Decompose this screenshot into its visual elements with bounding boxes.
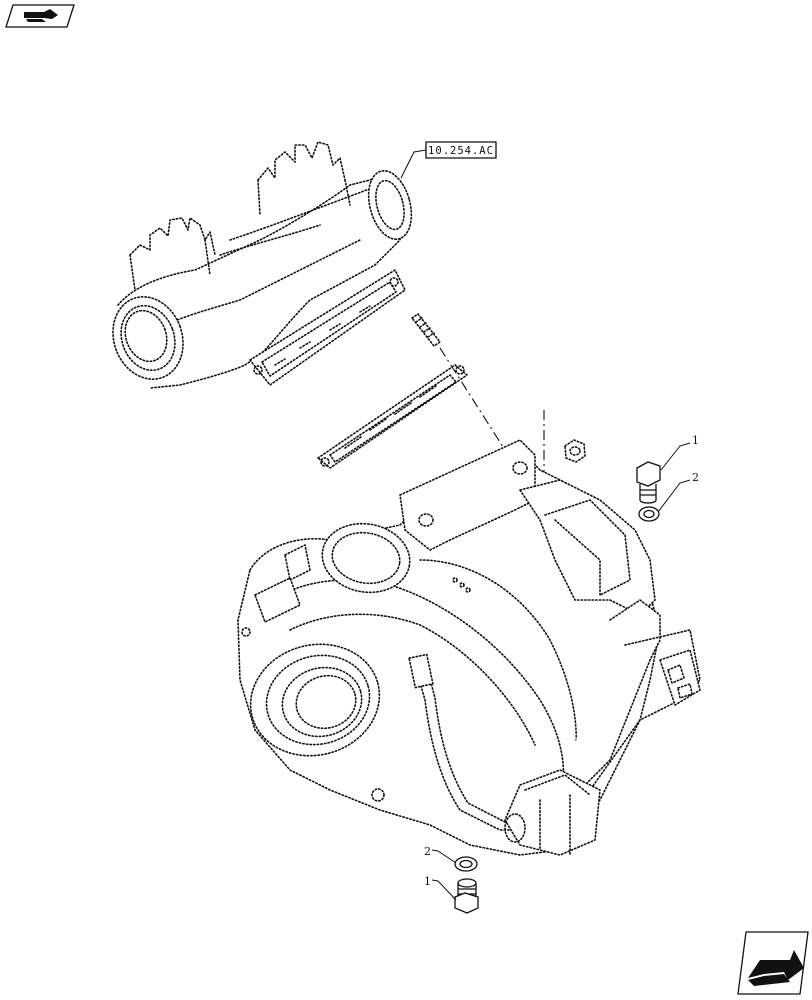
banjo-bolt [454, 878, 479, 914]
callout-washer-bottom: 2 [424, 845, 457, 864]
turbocharger [237, 439, 701, 856]
sealing-washer [638, 506, 660, 522]
callout-bolt-bottom: 1 [424, 875, 457, 901]
callout-number: 2 [692, 471, 699, 484]
assembly-axis-line [439, 347, 506, 451]
callout-number: 2 [424, 845, 431, 858]
gasket [317, 364, 468, 469]
banjo-bolt [636, 461, 661, 504]
previous-page-icon[interactable] [5, 4, 75, 28]
sealing-washer [454, 856, 478, 872]
exhaust-elbow [112, 141, 413, 389]
nut [564, 439, 586, 463]
callout-number: 1 [424, 875, 431, 888]
callout-washer-top: 2 [657, 471, 699, 513]
next-page-icon[interactable] [737, 931, 809, 995]
callout-bolt-top: 1 [660, 434, 699, 471]
stud [411, 313, 441, 347]
reference-label-text: 10.254.AC [428, 145, 494, 157]
callout-number: 1 [692, 434, 699, 447]
reference-label[interactable]: 10.254.AC [400, 141, 497, 179]
